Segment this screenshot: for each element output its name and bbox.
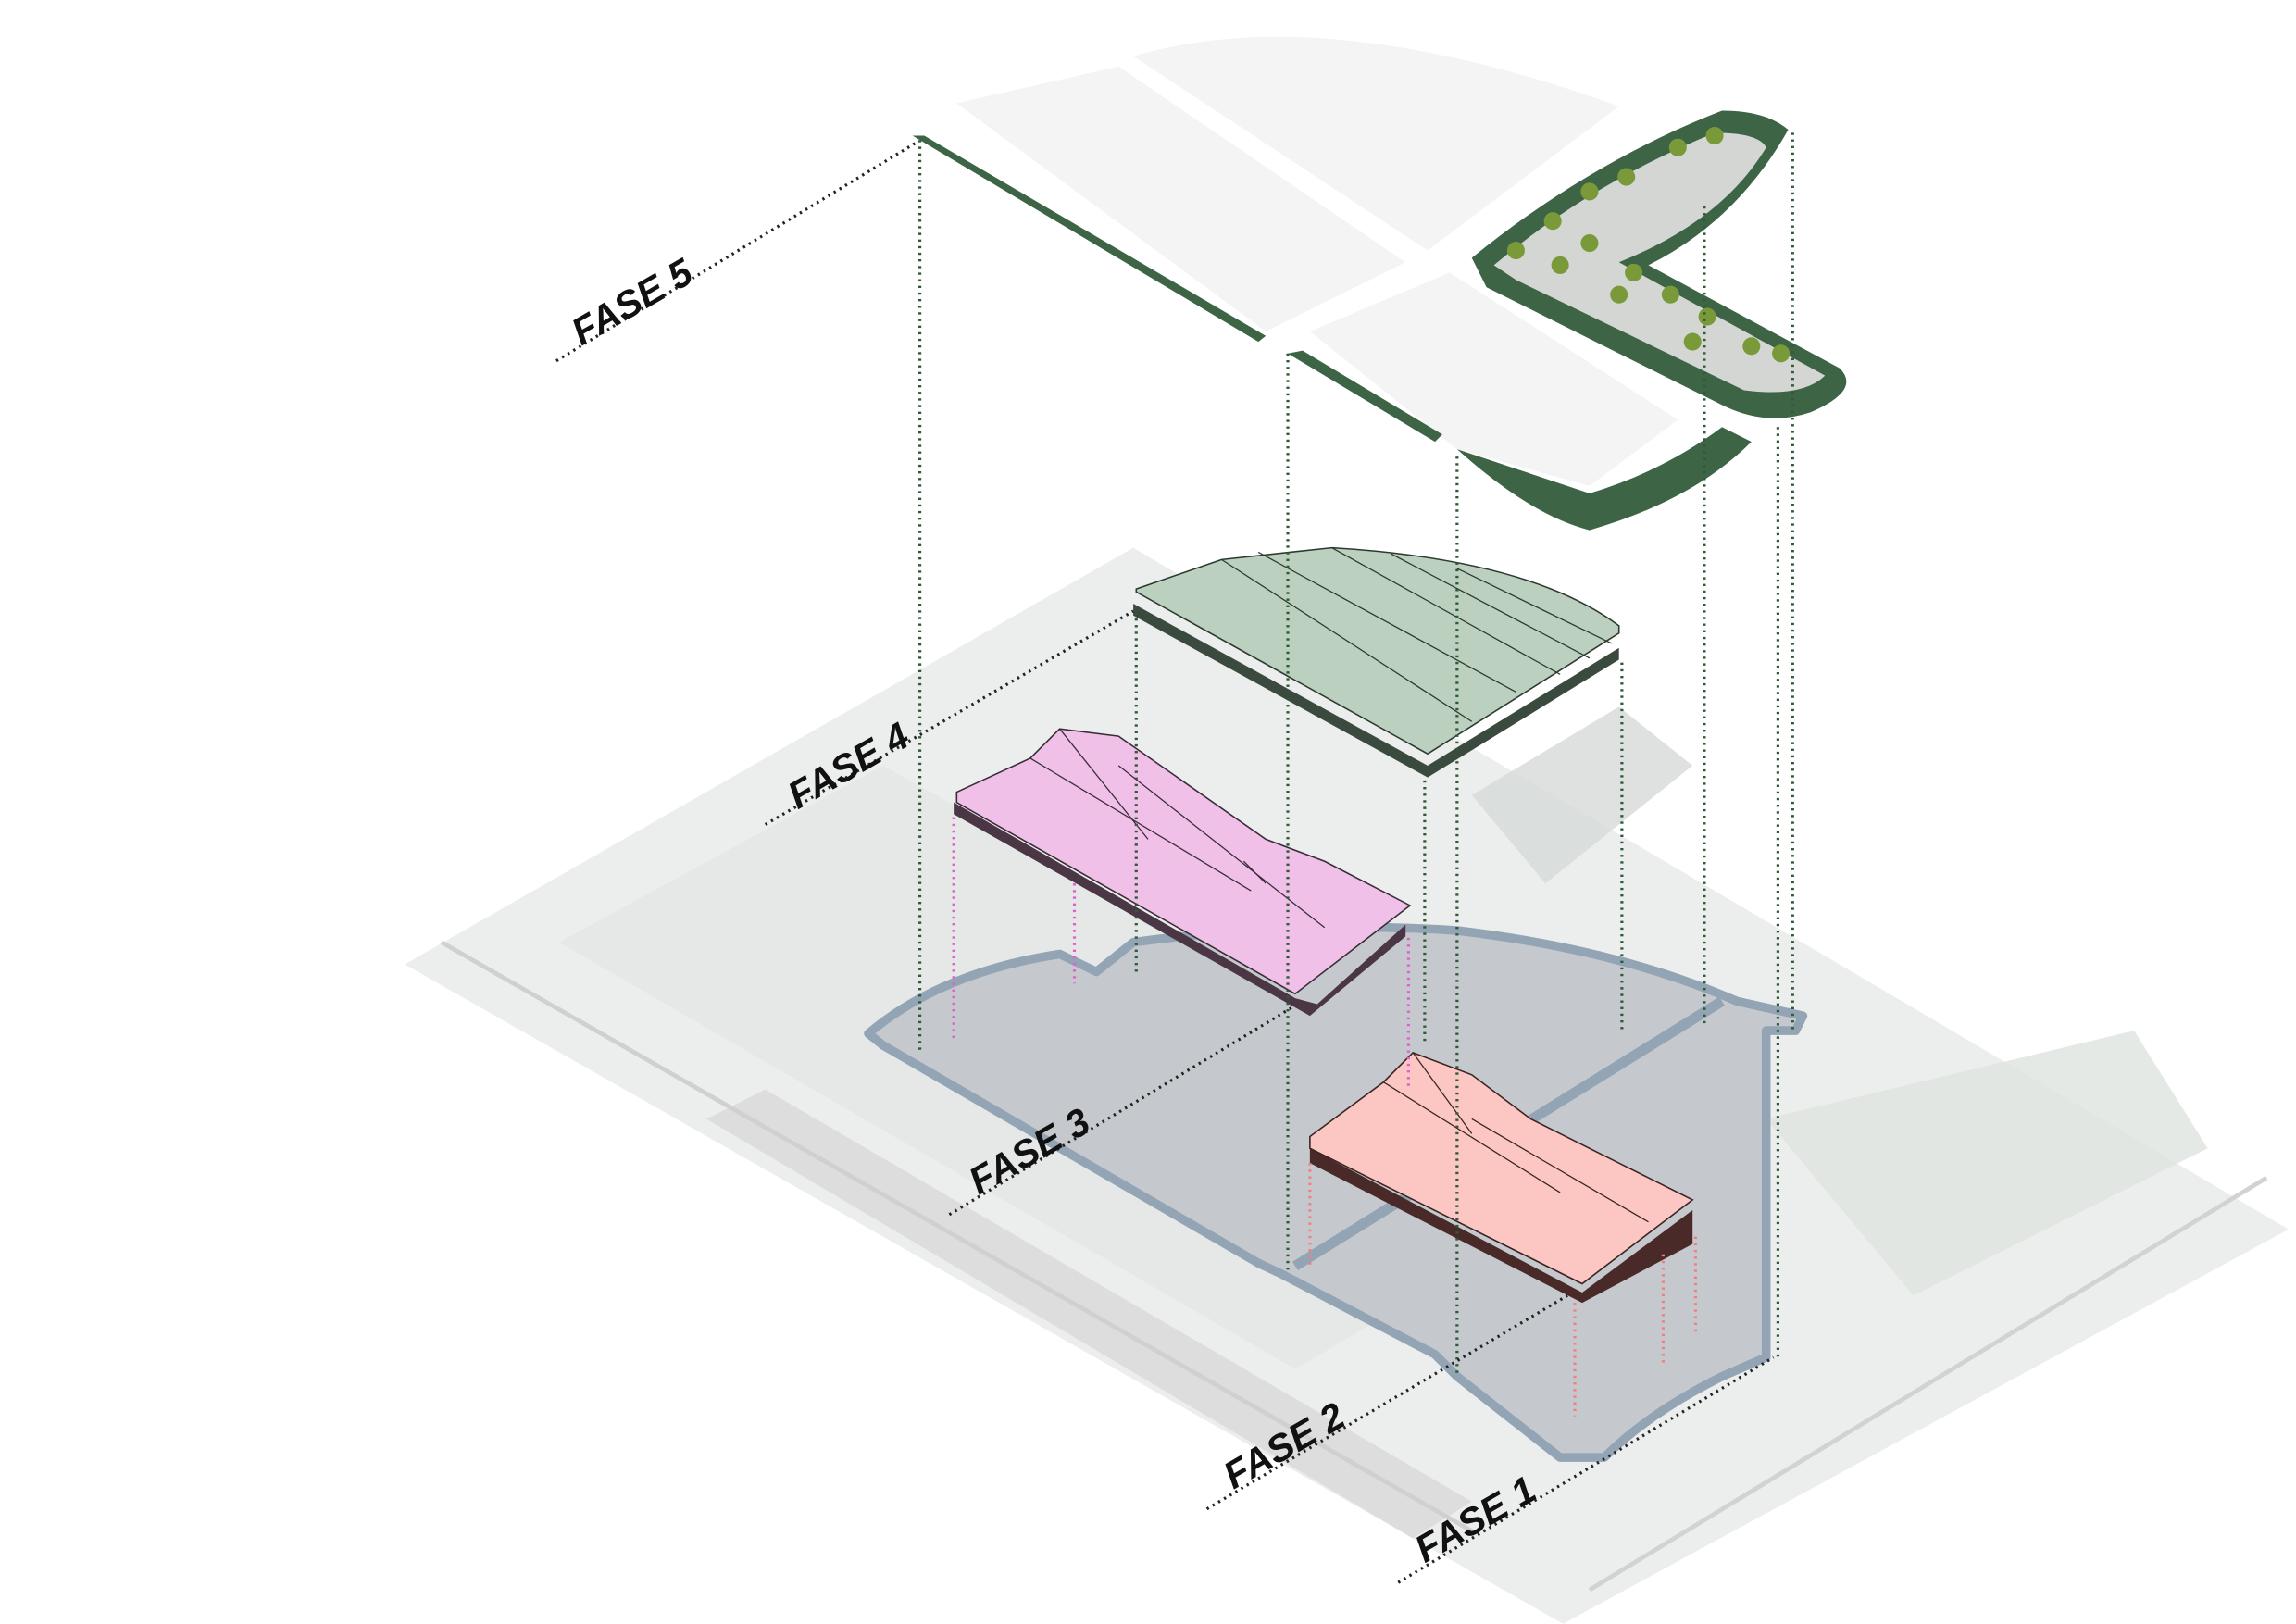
trees — [1506, 126, 1791, 363]
label-fase-5: FASE 5 — [564, 250, 700, 354]
fase2-salmon-building — [1309, 1051, 1694, 1304]
fase4-green-roof-building — [1133, 546, 1620, 778]
phase-leader-lines — [555, 142, 1775, 1584]
fase3-pink-building — [954, 728, 1412, 1017]
fase5-layer — [912, 36, 1847, 531]
